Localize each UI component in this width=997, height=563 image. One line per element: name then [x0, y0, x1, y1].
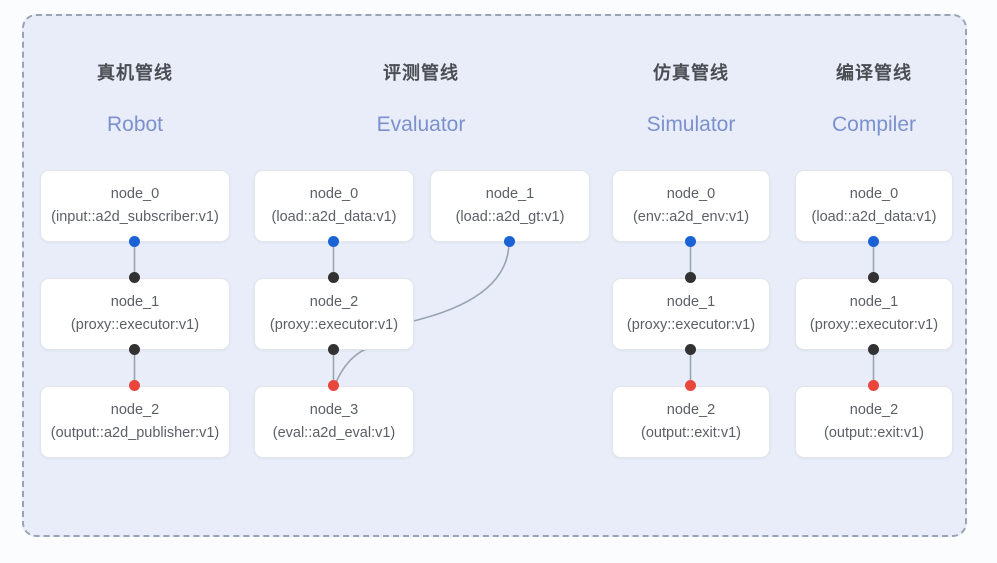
node-simulator-2[interactable]: node_2 (output::exit:v1): [612, 386, 770, 458]
node-simulator-1[interactable]: node_1 (proxy::executor:v1): [612, 278, 770, 350]
node-type: (output::exit:v1): [641, 425, 741, 441]
node-name: node_2: [849, 402, 899, 418]
node-name: node_0: [849, 186, 899, 202]
port-input-robot-1[interactable]: [129, 272, 140, 283]
node-name: node_0: [666, 186, 716, 202]
node-type: (proxy::executor:v1): [70, 317, 200, 333]
node-name: node_2: [110, 402, 160, 418]
node-name: node_1: [110, 294, 160, 310]
node-name: node_1: [849, 294, 899, 310]
node-compiler-2[interactable]: node_2 (output::exit:v1): [795, 386, 953, 458]
node-robot-0[interactable]: node_0 (input::a2d_subscriber:v1): [40, 170, 230, 242]
node-type: (eval::a2d_eval:v1): [272, 425, 396, 441]
port-output-simulator-1[interactable]: [685, 344, 696, 355]
node-name: node_1: [485, 186, 535, 202]
node-type: (output::exit:v1): [824, 425, 924, 441]
port-output-robot-1[interactable]: [129, 344, 140, 355]
node-type: (env::a2d_env:v1): [632, 209, 750, 225]
column-subtitle-evaluator: Evaluator: [376, 113, 466, 136]
column-header-compiler: 编译管线 Compiler: [744, 62, 997, 138]
column-header-simulator: 仿真管线 Simulator: [561, 62, 821, 138]
node-name: node_2: [309, 294, 359, 310]
node-compiler-0[interactable]: node_0 (load::a2d_data:v1): [795, 170, 953, 242]
node-evaluator-3[interactable]: node_3 (eval::a2d_eval:v1): [254, 386, 414, 458]
node-type: (proxy::executor:v1): [626, 317, 756, 333]
node-name: node_3: [309, 402, 359, 418]
port-output-evaluator-2[interactable]: [328, 344, 339, 355]
column-header-evaluator: 评测管线 Evaluator: [291, 62, 551, 138]
port-input-compiler-1[interactable]: [868, 272, 879, 283]
node-name: node_1: [666, 294, 716, 310]
node-type: (load::a2d_data:v1): [271, 209, 397, 225]
node-name: node_2: [666, 402, 716, 418]
node-simulator-0[interactable]: node_0 (env::a2d_env:v1): [612, 170, 770, 242]
port-output-simulator-0[interactable]: [685, 236, 696, 247]
column-title-simulator: 仿真管线: [653, 63, 729, 83]
port-input-evaluator-3[interactable]: [328, 380, 339, 391]
node-evaluator-2[interactable]: node_2 (proxy::executor:v1): [254, 278, 414, 350]
column-header-robot: 真机管线 Robot: [5, 62, 265, 138]
column-title-robot: 真机管线: [97, 63, 173, 83]
node-evaluator-1[interactable]: node_1 (load::a2d_gt:v1): [430, 170, 590, 242]
port-input-compiler-2[interactable]: [868, 380, 879, 391]
port-output-compiler-0[interactable]: [868, 236, 879, 247]
column-subtitle-compiler: Compiler: [831, 113, 917, 136]
node-type: (input::a2d_subscriber:v1): [51, 209, 219, 225]
node-type: (proxy::executor:v1): [809, 317, 939, 333]
node-evaluator-0[interactable]: node_0 (load::a2d_data:v1): [254, 170, 414, 242]
port-output-evaluator-1[interactable]: [504, 236, 515, 247]
node-type: (load::a2d_data:v1): [811, 209, 937, 225]
node-name: node_0: [309, 186, 359, 202]
port-output-compiler-1[interactable]: [868, 344, 879, 355]
port-output-evaluator-0[interactable]: [328, 236, 339, 247]
node-type: (output::a2d_publisher:v1): [50, 425, 220, 441]
column-title-compiler: 编译管线: [836, 63, 912, 83]
column-subtitle-simulator: Simulator: [646, 113, 736, 136]
node-type: (load::a2d_gt:v1): [455, 209, 565, 225]
column-subtitle-robot: Robot: [106, 113, 164, 136]
node-robot-1[interactable]: node_1 (proxy::executor:v1): [40, 278, 230, 350]
port-input-simulator-2[interactable]: [685, 380, 696, 391]
port-input-evaluator-2[interactable]: [328, 272, 339, 283]
port-input-robot-2[interactable]: [129, 380, 140, 391]
port-input-simulator-1[interactable]: [685, 272, 696, 283]
column-title-evaluator: 评测管线: [383, 63, 459, 83]
port-output-robot-0[interactable]: [129, 236, 140, 247]
node-type: (proxy::executor:v1): [269, 317, 399, 333]
node-name: node_0: [110, 186, 160, 202]
node-robot-2[interactable]: node_2 (output::a2d_publisher:v1): [40, 386, 230, 458]
node-compiler-1[interactable]: node_1 (proxy::executor:v1): [795, 278, 953, 350]
